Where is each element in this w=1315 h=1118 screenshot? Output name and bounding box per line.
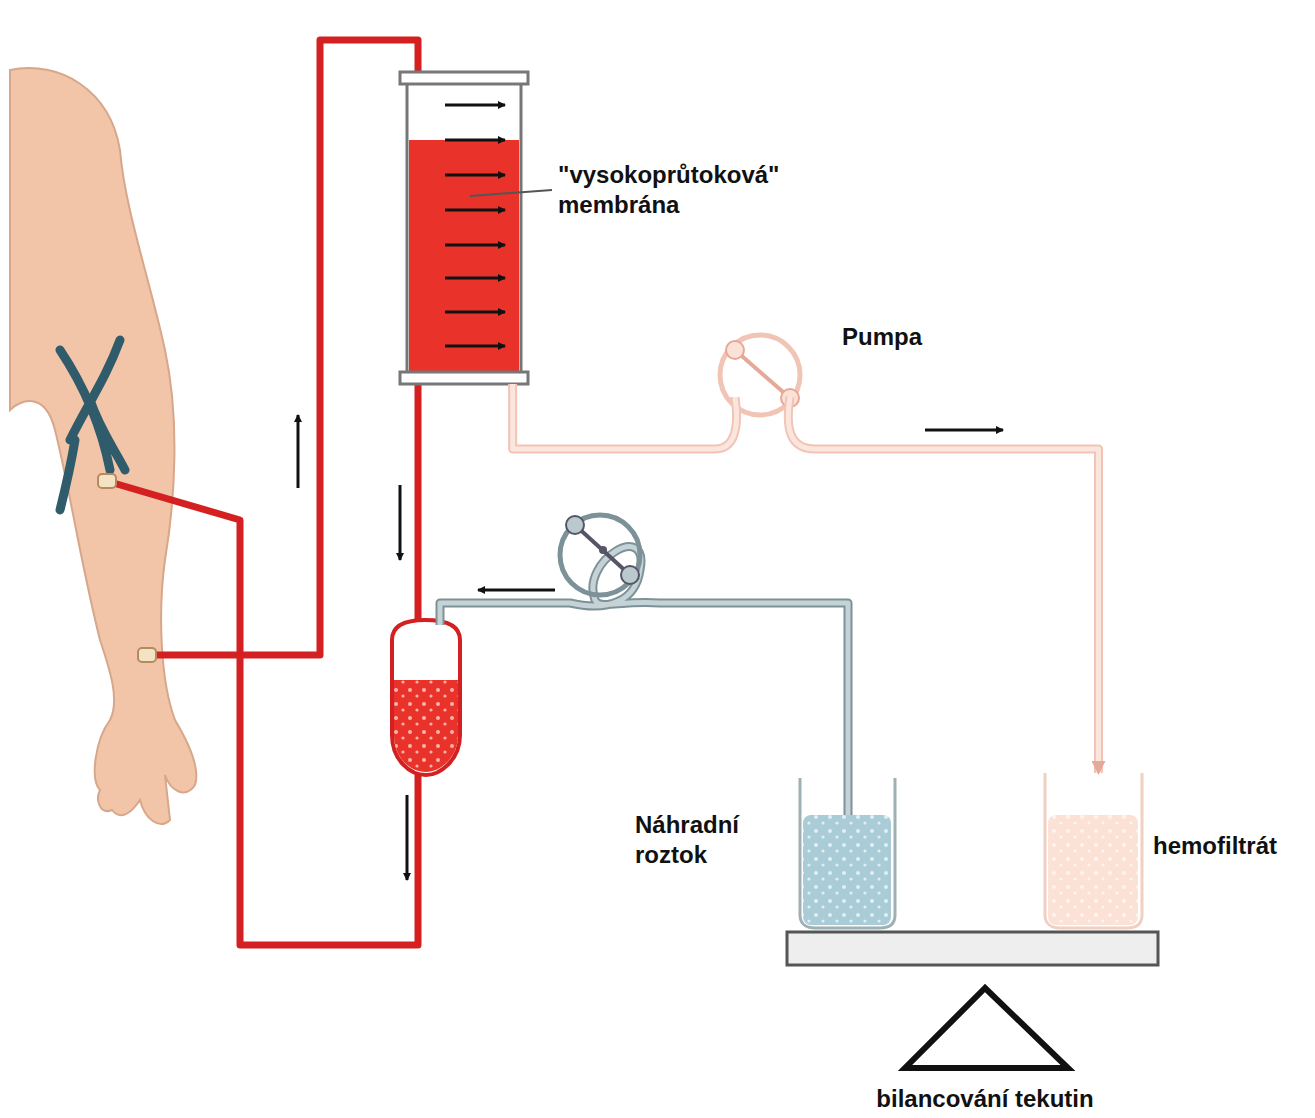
hemofilter <box>400 72 552 384</box>
flow-arrows <box>298 415 1003 880</box>
pump-label: Pumpa <box>842 323 922 351</box>
balance-scale <box>787 932 1158 1068</box>
beaker-filtrate <box>1045 773 1142 928</box>
beaker-replacement <box>800 778 895 928</box>
filtrate-line <box>513 384 1099 773</box>
blood-line <box>110 40 418 945</box>
cannula <box>98 474 116 488</box>
hemofilter-box: "vysokoprůtoková" membrána <box>400 72 528 384</box>
drip-chamber <box>392 620 460 775</box>
balance-label: bilancování tekutin <box>876 1085 1093 1113</box>
cannula <box>138 648 156 662</box>
replacement-pump <box>560 515 640 595</box>
replacement-line <box>440 547 848 830</box>
arm <box>10 68 196 824</box>
node-label: "vysokoprůtoková" membrána <box>558 160 788 220</box>
replacement-beaker: Náhradní roztok <box>800 778 895 928</box>
node-label: Náhradní roztok <box>635 810 765 870</box>
filtrate-line <box>513 384 1099 773</box>
filtrate-beaker: hemofiltrát <box>1045 773 1142 928</box>
node-label: hemofiltrát <box>1153 831 1313 861</box>
